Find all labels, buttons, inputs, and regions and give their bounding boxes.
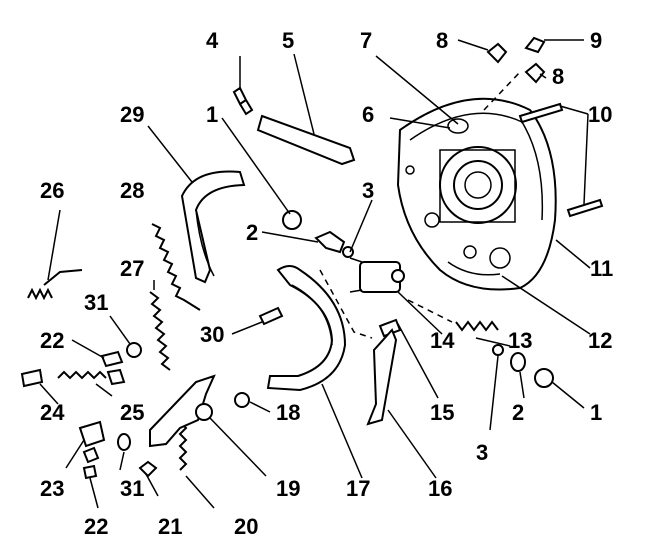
boot-2-left [314, 230, 346, 254]
callout-10: 10 [588, 102, 612, 127]
nut-21 [138, 460, 158, 478]
lever-19 [149, 374, 216, 448]
callout-3-top: 3 [362, 178, 374, 203]
callout-15: 15 [430, 400, 454, 425]
callout-11: 11 [590, 256, 613, 281]
callout-25: 25 [120, 400, 144, 425]
callout-8-top: 8 [436, 28, 448, 53]
callout-27: 27 [120, 256, 144, 281]
adjuster-strut [256, 114, 356, 166]
callout-13: 13 [508, 328, 532, 353]
spring-4 [232, 86, 254, 116]
bolt-10-b [566, 198, 604, 218]
leader-lines [39, 39, 591, 509]
callout-4: 4 [206, 28, 219, 53]
brake-shoe-lower [266, 265, 347, 392]
callout-19: 19 [276, 476, 300, 501]
callout-1-top: 1 [206, 102, 218, 127]
callout-2-bottom: 2 [512, 400, 524, 425]
callout-31-top: 31 [84, 290, 108, 315]
clip-15 [378, 318, 402, 338]
washer-19 [195, 403, 213, 421]
pin-18 [234, 392, 250, 408]
callout-29: 29 [120, 102, 144, 127]
callout-23: 23 [40, 476, 64, 501]
cup-1-right [534, 368, 554, 388]
spring-26 [27, 269, 83, 301]
lever-16 [366, 328, 398, 426]
callout-31-bottom: 31 [120, 476, 144, 501]
callout-9: 9 [590, 28, 602, 53]
assembly-line-c [407, 299, 453, 323]
clip-22-bottom [82, 446, 100, 480]
callout-8-lower: 8 [552, 64, 564, 89]
boot-2-right [510, 352, 526, 372]
adjuster-24 [20, 368, 44, 388]
callout-26: 26 [40, 178, 64, 203]
callout-17: 17 [346, 476, 370, 501]
brake-shoe-upper [180, 170, 246, 284]
callout-18: 18 [276, 400, 300, 425]
seal-3-right [492, 344, 504, 356]
spring-28 [151, 223, 201, 311]
backing-plate [396, 97, 557, 291]
callout-24: 24 [40, 400, 65, 425]
callout-22-top: 22 [40, 328, 64, 353]
callout-16: 16 [428, 476, 452, 501]
cup-1-left [282, 210, 302, 230]
callout-12: 12 [588, 328, 612, 353]
callout-6: 6 [362, 102, 374, 127]
spring-27 [149, 291, 171, 371]
wheel-cylinder [349, 257, 405, 293]
callout-3-bottom: 3 [476, 440, 488, 465]
assembly-line-a [483, 71, 521, 111]
bleeder-8-lower [524, 62, 546, 84]
bleeder-8-top [486, 42, 508, 64]
callout-5: 5 [282, 28, 294, 53]
clip-22-top [100, 350, 126, 386]
spring-25 [57, 370, 107, 380]
callout-22-bottom: 22 [84, 514, 108, 539]
callout-28: 28 [120, 178, 144, 203]
callout-1-bottom: 1 [590, 400, 602, 425]
assembly-line-b [319, 269, 373, 339]
bleeder-9 [524, 36, 546, 54]
screw-23 [78, 420, 106, 448]
spring-20 [178, 421, 188, 471]
callout-20: 20 [234, 514, 258, 539]
pin-30 [258, 306, 284, 326]
callout-2-top: 2 [246, 220, 258, 245]
callout-7: 7 [360, 28, 372, 53]
callout-labels: 4 5 7 8 9 8 29 1 6 10 26 28 3 2 11 27 31… [40, 28, 613, 539]
callout-21: 21 [158, 514, 182, 539]
callout-14: 14 [430, 328, 455, 353]
washer-31-top [126, 342, 142, 358]
callout-30: 30 [200, 322, 224, 347]
washer-31-bottom [117, 433, 131, 451]
spring-13 [455, 320, 499, 332]
bolt-10-a [518, 102, 564, 124]
